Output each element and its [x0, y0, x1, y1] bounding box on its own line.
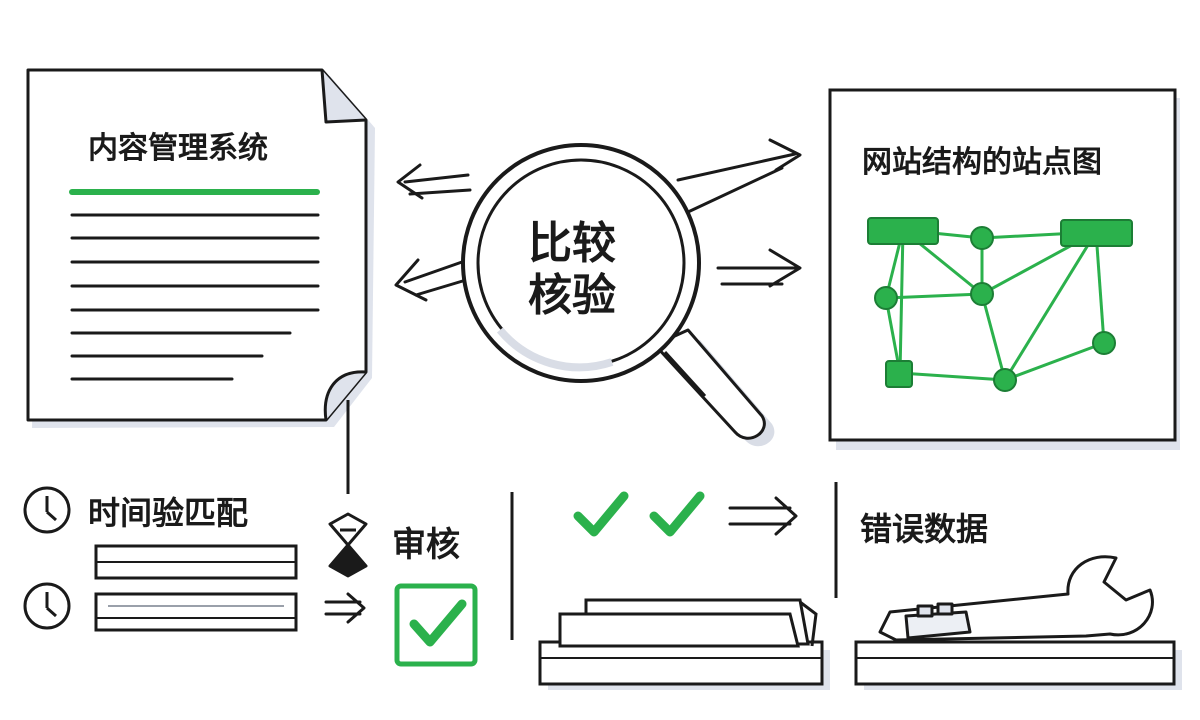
sitemap-node	[1092, 331, 1116, 355]
time-match-label: 时间验匹配	[88, 494, 248, 532]
magnifying-glass-icon: 比较 核验	[461, 143, 775, 447]
review-checkbox	[394, 583, 478, 667]
document-text-lines	[70, 213, 320, 381]
sitemap-panel: 网站结构的站点图	[828, 88, 1180, 450]
error-label: 错误数据	[860, 510, 988, 548]
review-section: 审核	[392, 525, 478, 667]
time-match-section: 时间验匹配	[23, 486, 298, 632]
sitemap-node	[970, 226, 994, 250]
magnifier-arrows	[394, 138, 802, 302]
cms-document: 内容管理系统	[26, 68, 375, 428]
sitemap-nodes	[867, 217, 1133, 392]
arrow-to-review	[324, 592, 366, 624]
cms-title: 内容管理系统	[88, 131, 268, 166]
stacked-documents	[538, 598, 830, 690]
magnifier-label-line2: 核验	[528, 270, 616, 321]
time-field-lower	[94, 592, 298, 632]
check-icon	[573, 491, 629, 537]
check-icon	[649, 491, 705, 537]
hourglass-icon	[328, 512, 368, 578]
clock-icon	[23, 486, 71, 534]
sitemap-title: 网站结构的站点图	[862, 145, 1102, 180]
sitemap-node	[970, 282, 994, 306]
arrow-right-upper	[676, 152, 797, 182]
error-section: 错误数据	[854, 510, 1182, 690]
document-bottom-curl	[323, 370, 367, 421]
sitemap-node-root-left	[867, 217, 939, 245]
review-label: 审核	[392, 525, 460, 565]
sitemap-node	[874, 286, 898, 310]
document-corner-fold	[320, 69, 367, 124]
double-check-icons	[573, 491, 705, 537]
sitemap-node-square	[885, 360, 913, 388]
clock-icon	[23, 582, 71, 630]
arrow-to-errors	[728, 496, 798, 536]
wrench-icon	[878, 555, 1154, 642]
sitemap-node	[993, 368, 1017, 392]
arrow-left-lower	[403, 260, 464, 284]
arrow-left-upper	[403, 173, 470, 184]
check-icon	[409, 599, 467, 647]
sitemap-node-root-right	[1060, 219, 1133, 247]
magnifier-label-line1: 比较	[528, 218, 616, 269]
